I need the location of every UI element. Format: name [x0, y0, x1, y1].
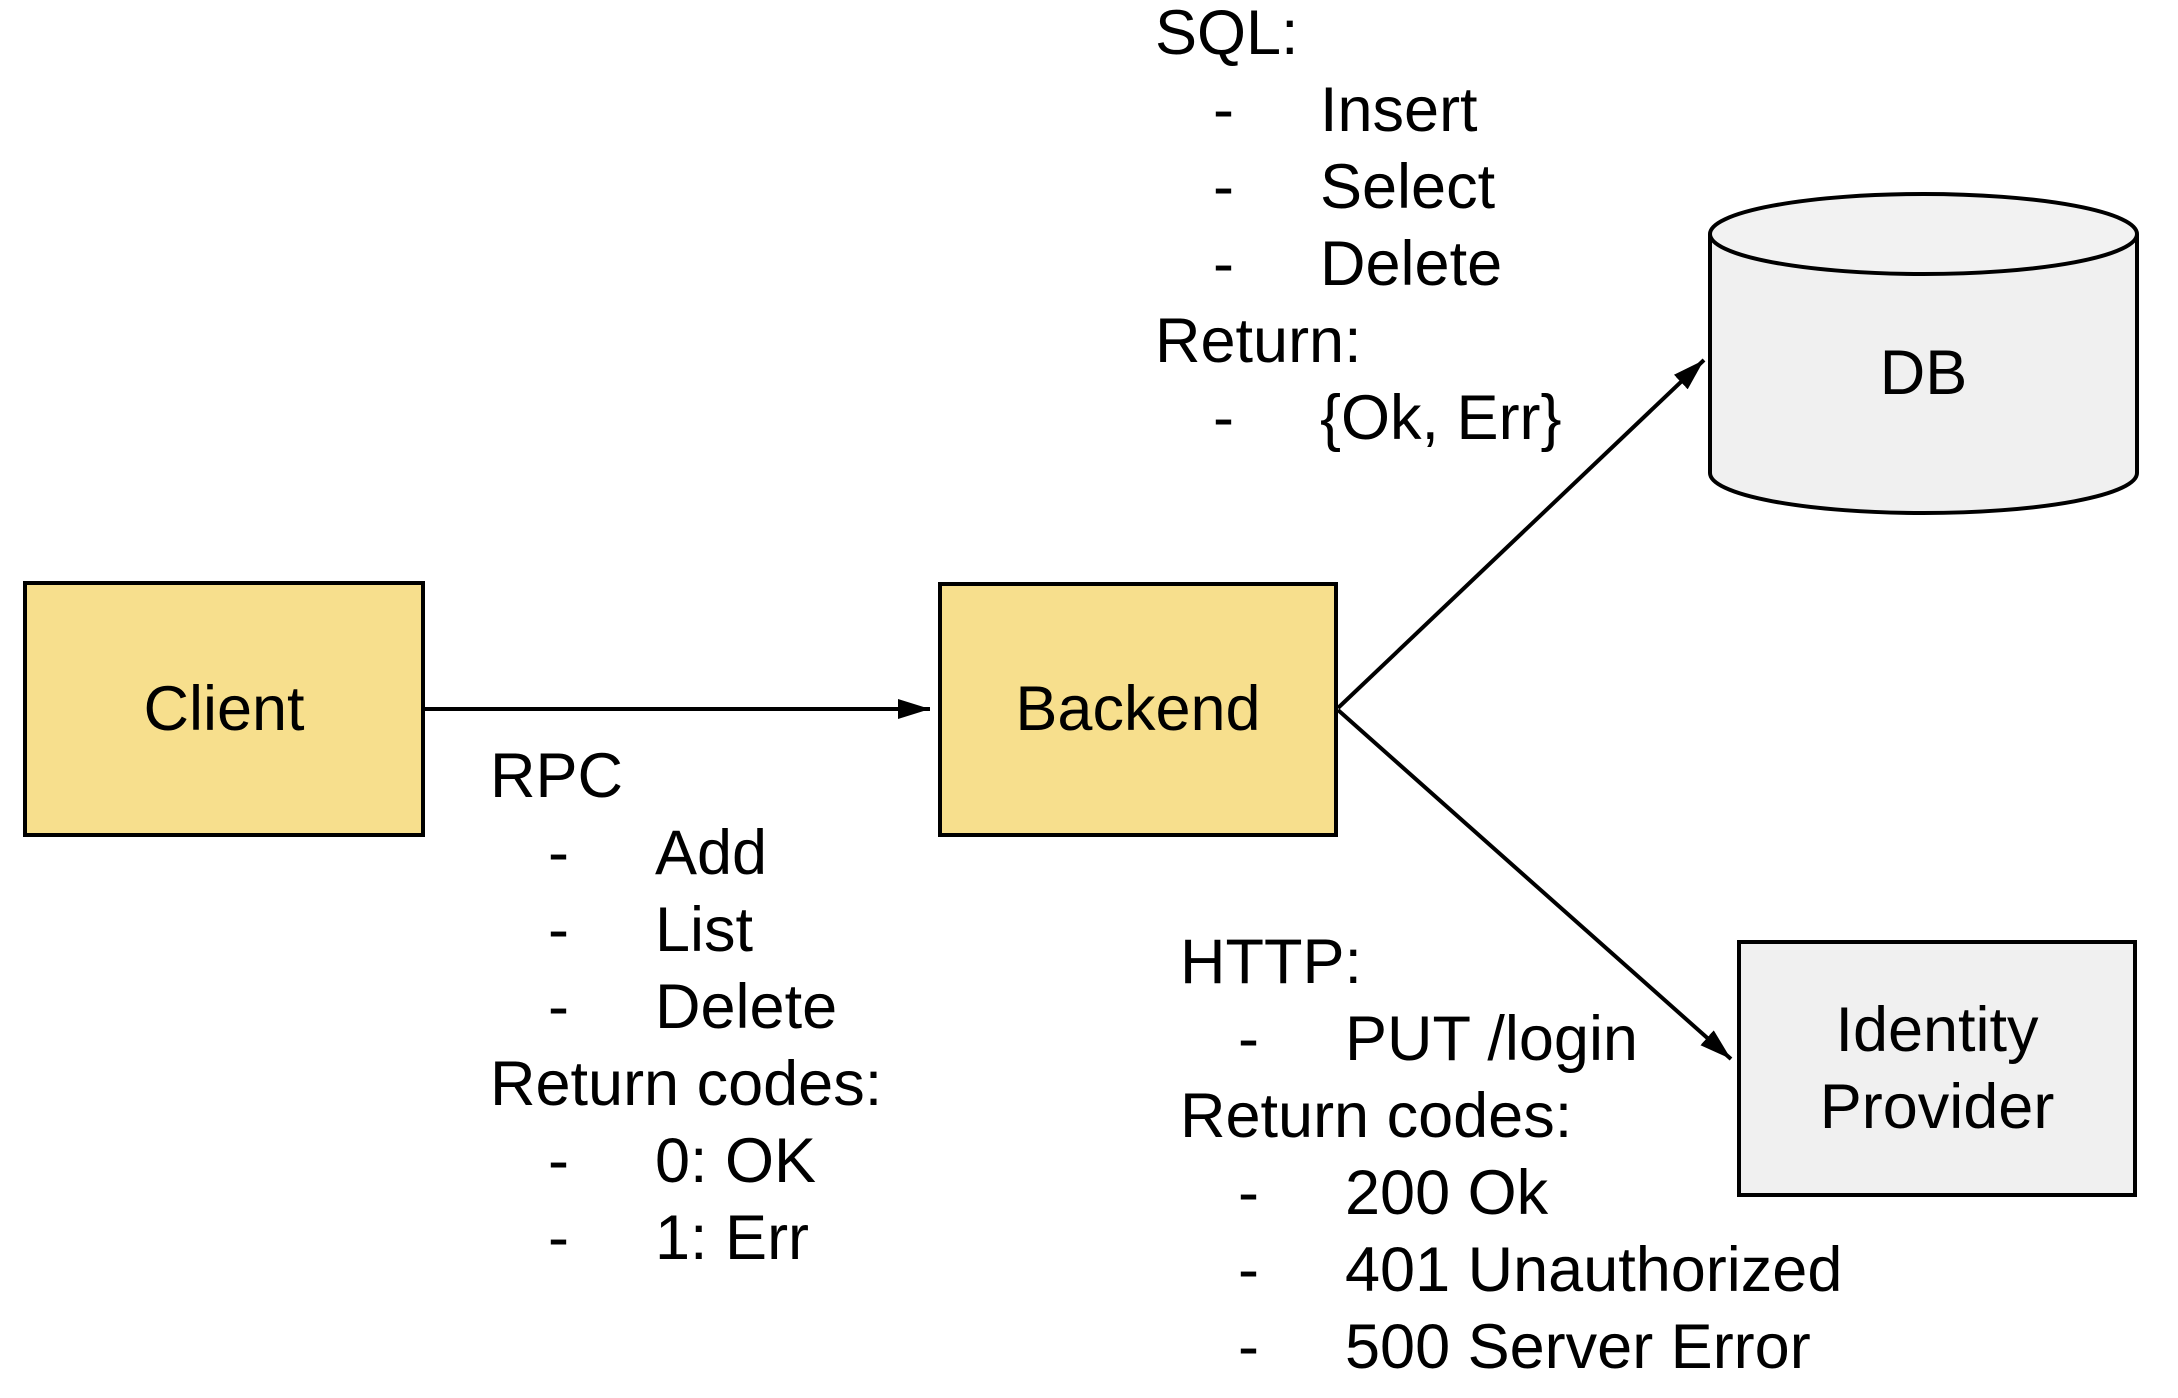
rpc-heading: RPC	[490, 741, 624, 811]
bullet-dash: -	[1213, 229, 1234, 299]
node-identity-provider-label: Identity Provider	[1820, 992, 2055, 1146]
rpc-return-heading-line: Return codes:	[490, 1046, 882, 1123]
http-return-item: 401 Unauthorized	[1345, 1235, 1843, 1305]
bullet-dash: -	[1213, 152, 1234, 222]
bullet-dash: -	[548, 1203, 569, 1273]
bullet-dash: -	[1213, 75, 1234, 145]
rpc-item-line: - Delete	[490, 969, 882, 1046]
bullet-dash: -	[1238, 1004, 1259, 1074]
sql-heading-line: SQL:	[1155, 0, 1562, 72]
http-return-item: 500 Server Error	[1345, 1312, 1811, 1382]
node-client: Client	[23, 581, 425, 837]
http-return-heading: Return codes:	[1180, 1081, 1573, 1151]
http-item-line: - PUT /login	[1180, 1001, 1842, 1078]
sql-item: Delete	[1320, 229, 1503, 299]
db-cylinder	[1708, 192, 2139, 515]
node-identity-provider: Identity Provider	[1737, 940, 2137, 1197]
sql-item-line: - Insert	[1155, 72, 1562, 149]
sql-return-item: {Ok, Err}	[1320, 383, 1562, 453]
identity-provider-label-line2: Provider	[1819, 1071, 2055, 1142]
http-heading: HTTP:	[1180, 927, 1362, 997]
rpc-return-item-line: - 1: Err	[490, 1200, 882, 1277]
rpc-heading-line: RPC	[490, 738, 882, 815]
rpc-return-item: 1: Err	[655, 1203, 810, 1273]
rpc-annotation: RPC - Add - List - Delete Return codes: - 0:…	[490, 738, 882, 1277]
node-db-label: DB	[1879, 338, 1968, 408]
http-return-heading-line: Return codes:	[1180, 1078, 1842, 1155]
bullet-dash: -	[548, 1126, 569, 1196]
node-client-label: Client	[143, 673, 305, 744]
bullet-dash: -	[548, 895, 569, 965]
rpc-item: Add	[655, 818, 768, 888]
sql-item-line: - Delete	[1155, 226, 1562, 303]
rpc-item: Delete	[655, 972, 838, 1042]
rpc-item: List	[655, 895, 754, 965]
sql-item: Select	[1320, 152, 1496, 222]
rpc-item-line: - Add	[490, 815, 882, 892]
bullet-dash: -	[548, 818, 569, 888]
http-item: PUT /login	[1345, 1004, 1638, 1074]
sql-item-line: - Select	[1155, 149, 1562, 226]
rpc-return-item-line: - 0: OK	[490, 1123, 882, 1200]
sql-return-heading: Return:	[1155, 306, 1362, 376]
http-return-item-line: - 401 Unauthorized	[1180, 1232, 1842, 1309]
node-db-label-wrap: DB	[1710, 193, 2137, 513]
bullet-dash: -	[1238, 1312, 1259, 1382]
rpc-item-line: - List	[490, 892, 882, 969]
bullet-dash: -	[548, 972, 569, 1042]
arrow-backend-to-identity-provider	[1336, 708, 1733, 1061]
http-return-item-line: - 200 Ok	[1180, 1155, 1842, 1232]
http-return-item: 200 Ok	[1345, 1158, 1549, 1228]
sql-annotation: SQL: - Insert - Select - Delete Return: - {O…	[1155, 0, 1562, 457]
bullet-dash: -	[1238, 1235, 1259, 1305]
rpc-return-item: 0: OK	[655, 1126, 817, 1196]
sql-heading: SQL:	[1155, 0, 1299, 68]
bullet-dash: -	[1213, 383, 1234, 453]
node-backend-label: Backend	[1015, 674, 1261, 744]
sql-return-heading-line: Return:	[1155, 303, 1562, 380]
http-return-item-line: - 500 Server Error	[1180, 1309, 1842, 1386]
sql-return-item-line: - {Ok, Err}	[1155, 380, 1562, 457]
http-annotation: HTTP: -PUT /login Return codes: -200 Ok …	[1180, 924, 1842, 1386]
bullet-dash: -	[1238, 1158, 1259, 1228]
arrow-backend-to-db	[1336, 358, 1706, 710]
identity-provider-label-line1: Identity	[1835, 994, 2039, 1065]
sql-item: Insert	[1320, 75, 1478, 145]
http-heading-line: HTTP:	[1180, 924, 1842, 1001]
node-backend: Backend	[938, 582, 1338, 837]
rpc-return-heading: Return codes:	[490, 1049, 883, 1119]
